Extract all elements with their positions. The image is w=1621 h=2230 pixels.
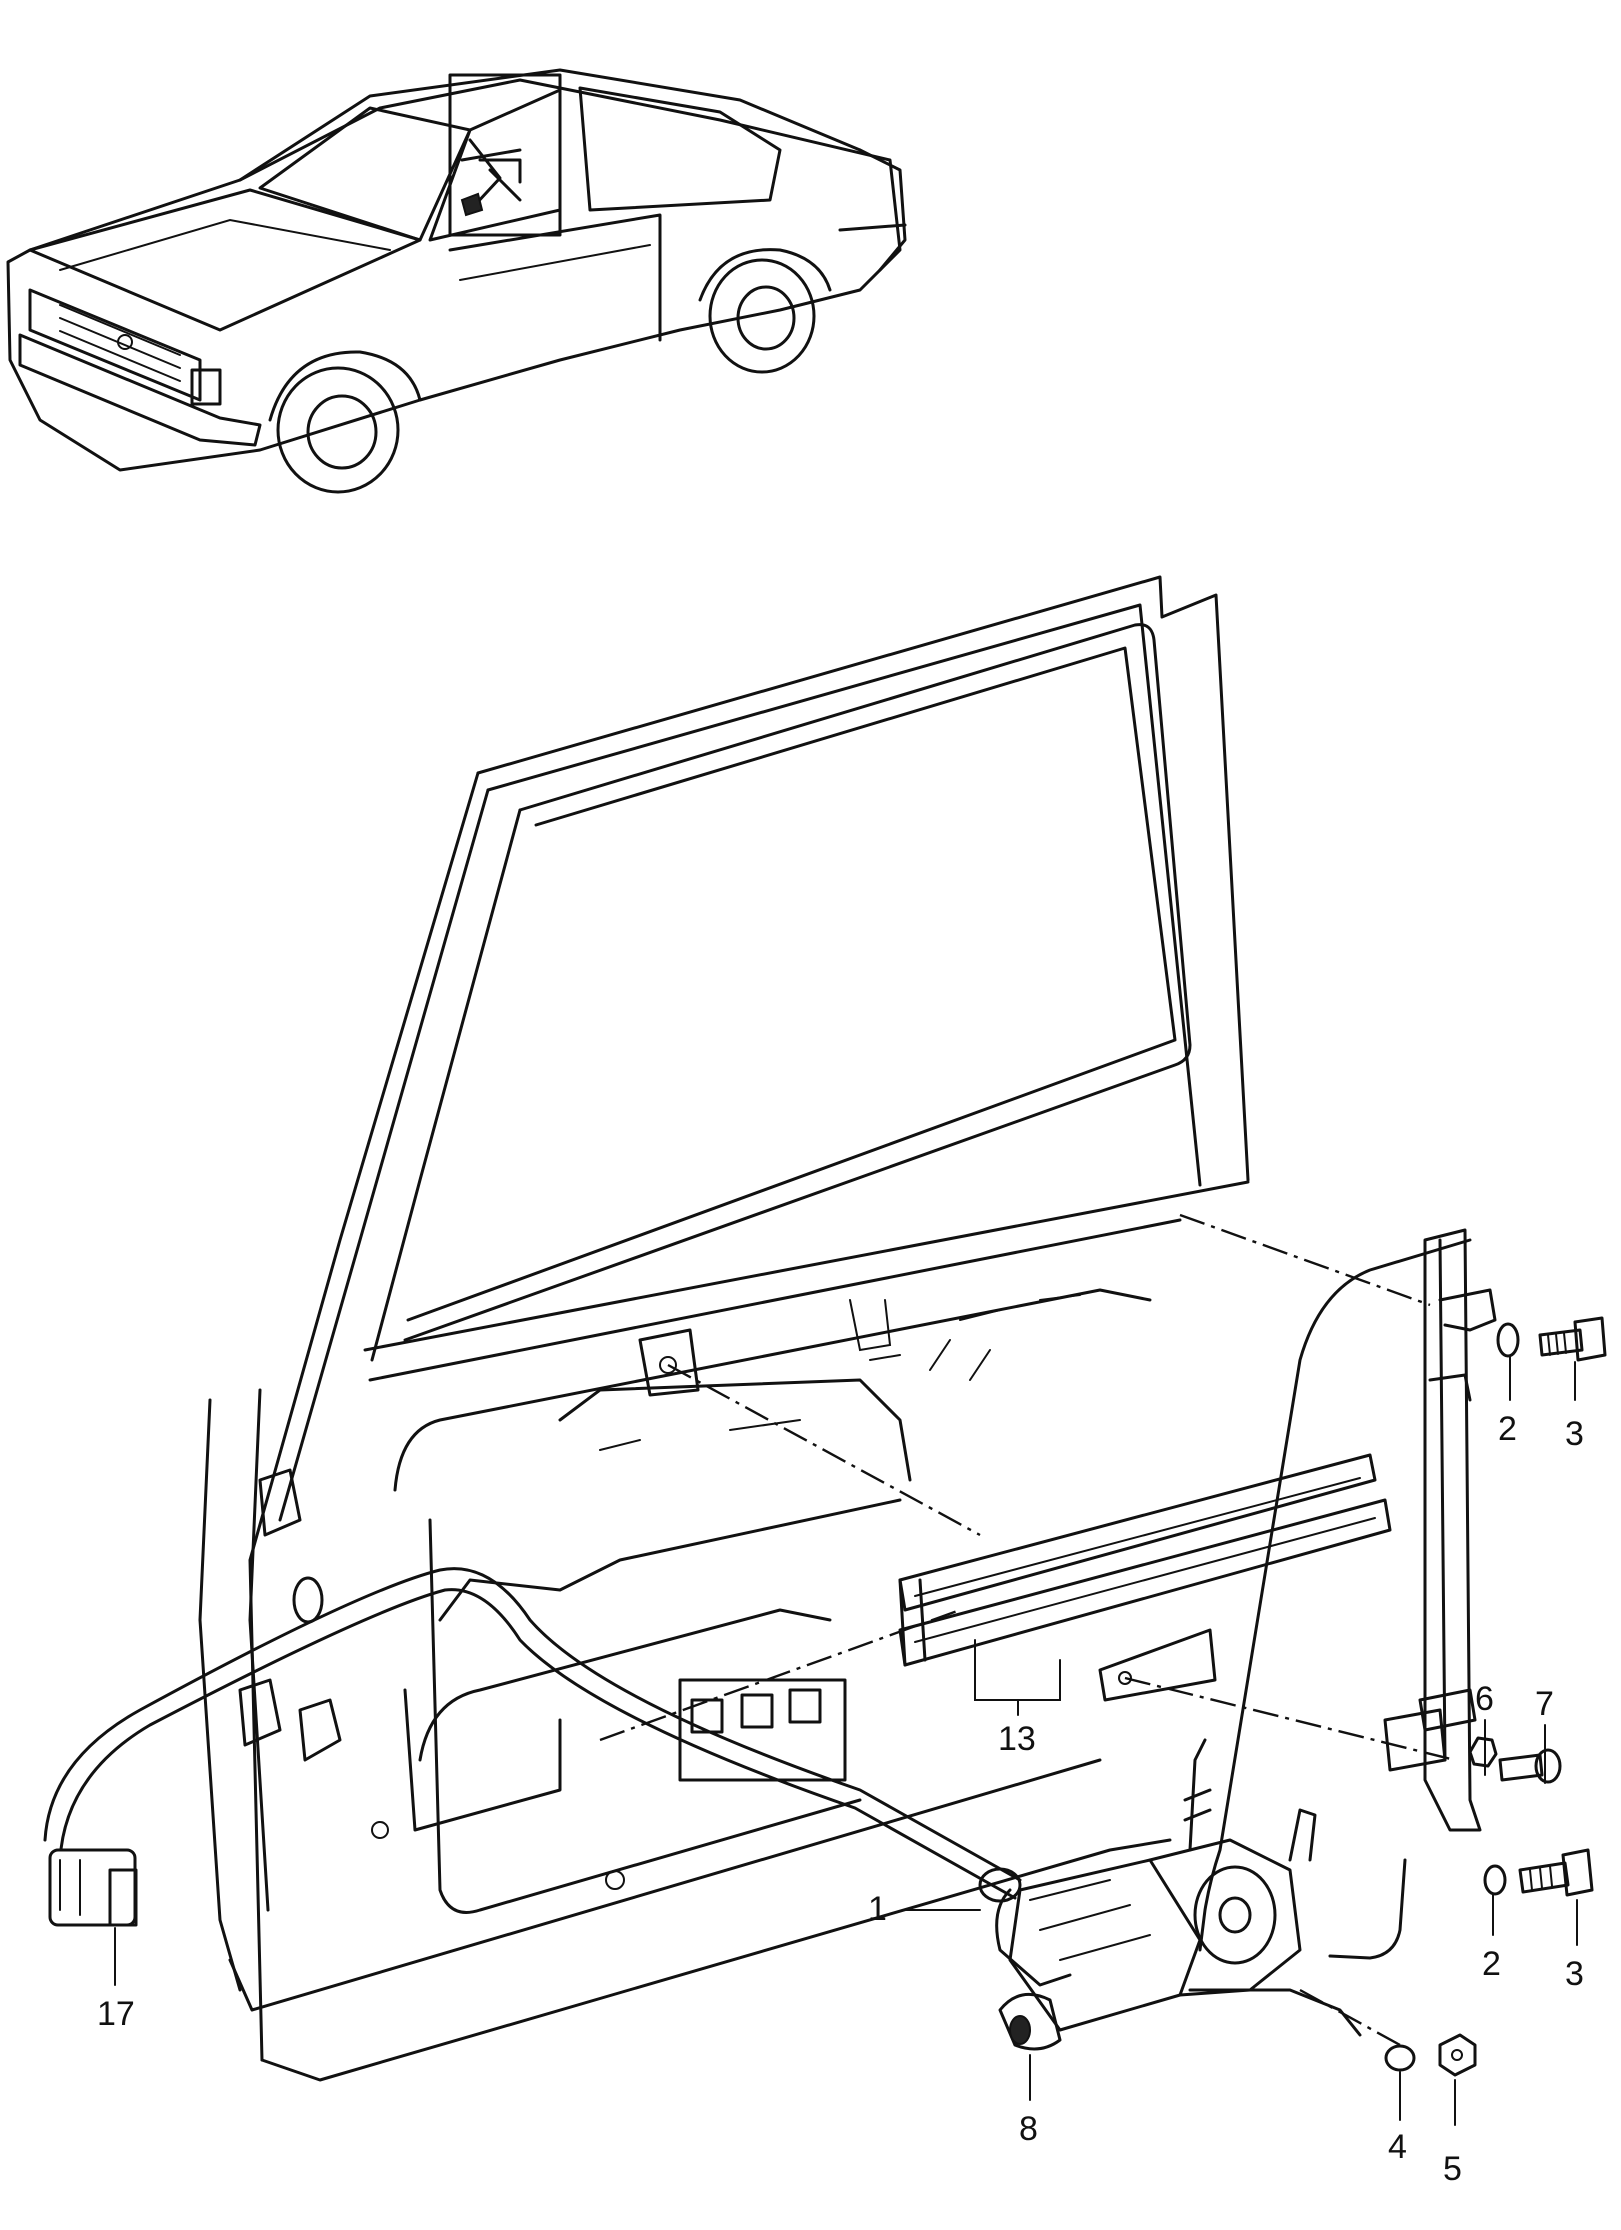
lock-washer-6 <box>1468 1736 1498 1768</box>
bolt-3-top <box>1538 1316 1607 1362</box>
callout-6: 6 <box>1475 1680 1494 1718</box>
callout-2-top: 2 <box>1498 1410 1517 1448</box>
window-channel-rails <box>898 1453 1392 1702</box>
wire-harness <box>43 1567 1022 1927</box>
callout-8: 8 <box>1019 2110 1038 2148</box>
bolt-3-bottom <box>1518 1848 1594 1897</box>
car-overview-icon <box>6 68 907 494</box>
assembly-lines <box>599 1213 1456 2047</box>
callout-labels: 1 2 3 6 7 2 3 4 5 8 13 17 <box>97 1410 1584 2188</box>
callout-3-top: 3 <box>1565 1415 1584 1453</box>
leader-lines <box>114 1356 1578 2126</box>
grommet-8 <box>998 1992 1062 2051</box>
callout-3-bottom: 3 <box>1565 1955 1584 1993</box>
callout-4: 4 <box>1388 2128 1407 2166</box>
door-inner-panel-icon <box>198 575 1250 2082</box>
window-regulator-motor-icon <box>978 1738 1362 2037</box>
callout-1: 1 <box>868 1890 887 1928</box>
bolt-7 <box>1498 1748 1562 1784</box>
callout-7: 7 <box>1535 1685 1554 1723</box>
callout-5: 5 <box>1443 2150 1462 2188</box>
washer-4 <box>1384 2044 1416 2072</box>
callout-2-bottom: 2 <box>1482 1945 1501 1983</box>
regulator-rail <box>1198 1228 1497 1960</box>
callout-13: 13 <box>998 1720 1036 1758</box>
washer-2-bottom <box>1483 1864 1507 1896</box>
nut-5 <box>1438 2033 1477 2077</box>
washer-2-top <box>1496 1322 1520 1358</box>
callout-17: 17 <box>97 1995 135 2033</box>
